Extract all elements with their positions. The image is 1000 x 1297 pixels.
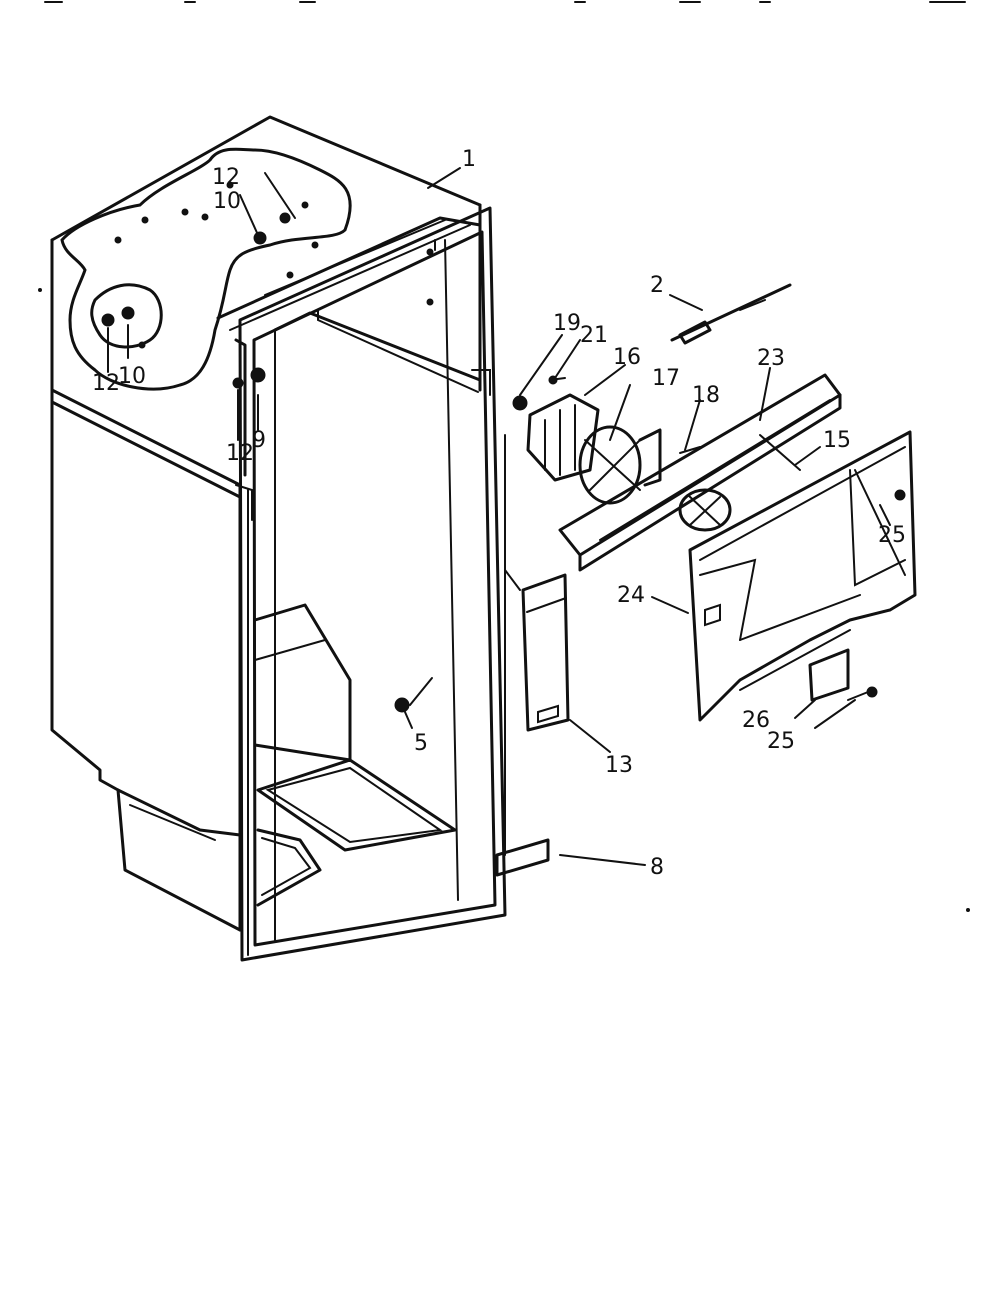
part-8-bracket <box>495 434 550 877</box>
callout-25a: 25 <box>878 523 906 548</box>
callout-24: 24 <box>617 583 645 608</box>
callout-13: 13 <box>605 753 633 778</box>
callout-21: 21 <box>580 323 608 348</box>
part-24-panel <box>688 430 917 722</box>
callout-10a: 10 <box>213 189 241 214</box>
fan-motor-assembly <box>512 375 701 505</box>
part-23-grille <box>558 373 842 572</box>
insulation-cutaway <box>60 147 352 391</box>
leader-lines <box>107 167 891 866</box>
callout-25b: 25 <box>767 729 795 754</box>
callout-19: 19 <box>553 311 581 336</box>
callout-15: 15 <box>823 428 851 453</box>
callout-12a: 12 <box>212 165 240 190</box>
stray-dot <box>38 288 42 292</box>
callout-12c: 12 <box>226 441 254 466</box>
part-2-sensor <box>670 283 792 345</box>
callout-23: 23 <box>757 346 785 371</box>
callout-8: 8 <box>650 855 664 880</box>
callout-5: 5 <box>414 731 428 756</box>
part-13-panel <box>504 569 570 732</box>
callout-17: 17 <box>652 366 680 391</box>
callout-9: 9 <box>252 428 266 453</box>
callout-2: 2 <box>650 273 664 298</box>
cabinet-fasteners <box>101 181 434 713</box>
stray-dot <box>966 908 970 912</box>
callout-labels: 1 2 5 8 9 10 10 12 12 12 13 15 16 17 18 … <box>92 147 906 880</box>
cabinet-liner <box>50 115 507 962</box>
part-26-bracket <box>808 648 878 702</box>
callout-26: 26 <box>742 708 770 733</box>
callout-12b: 12 <box>92 371 120 396</box>
callout-1: 1 <box>462 147 476 172</box>
callout-16: 16 <box>613 345 641 370</box>
callout-10b: 10 <box>118 364 146 389</box>
callout-18: 18 <box>692 383 720 408</box>
